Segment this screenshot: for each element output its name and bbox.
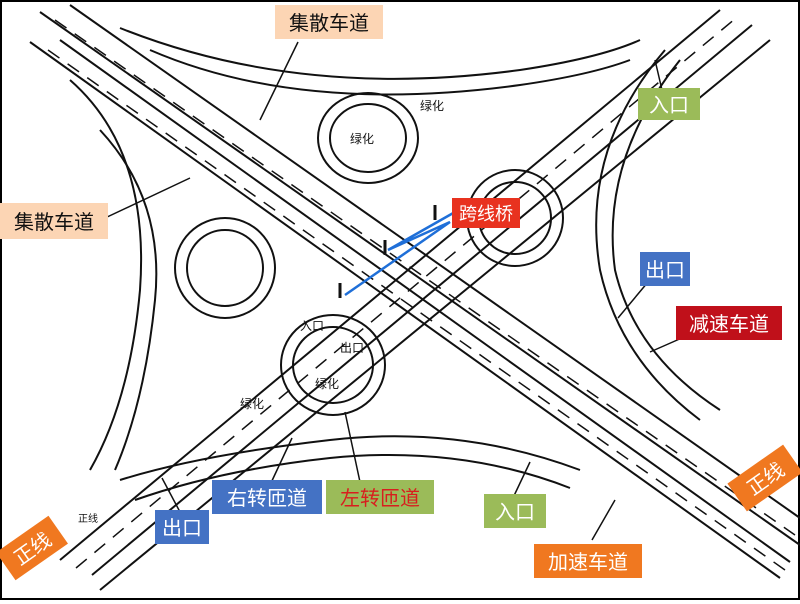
green-top-loop-text: 绿化 bbox=[350, 131, 374, 146]
label-collector-left: 集散车道 bbox=[0, 203, 108, 239]
green-top-text: 绿化 bbox=[420, 98, 444, 113]
label-boxes: 集散车道 集散车道 入口 跨线桥 出口 减速车道 正线 右转匝道 bbox=[0, 5, 800, 581]
label-accel-lane: 加速车道 bbox=[534, 544, 642, 578]
svg-text:集散车道: 集散车道 bbox=[289, 11, 369, 35]
mainline-road bbox=[29, 4, 800, 579]
overpass-marker bbox=[344, 210, 456, 297]
svg-text:左转匝道: 左转匝道 bbox=[340, 486, 420, 510]
label-entrance-ne: 入口 bbox=[638, 88, 700, 120]
overpass-piers bbox=[338, 205, 437, 298]
green-left-text: 绿化 bbox=[240, 396, 264, 411]
loop-ramps bbox=[174, 92, 564, 416]
label-overpass: 跨线桥 bbox=[452, 198, 520, 228]
svg-text:加速车道: 加速车道 bbox=[548, 550, 628, 574]
label-right-ramp: 右转匝道 bbox=[212, 480, 322, 514]
inline-annotations: 绿化 绿化 绿化 绿化 入口 出口 正线 bbox=[78, 98, 444, 525]
label-exit-east: 出口 bbox=[640, 252, 690, 286]
svg-text:入口: 入口 bbox=[495, 500, 535, 524]
svg-text:跨线桥: 跨线桥 bbox=[459, 204, 513, 225]
svg-text:出口: 出口 bbox=[645, 258, 685, 282]
label-collector-top: 集散车道 bbox=[275, 5, 383, 39]
svg-text:集散车道: 集散车道 bbox=[14, 210, 94, 234]
svg-text:出口: 出口 bbox=[162, 516, 202, 540]
label-exit-sw: 出口 bbox=[155, 510, 209, 544]
green-bottom-loop-text: 绿化 bbox=[315, 376, 339, 391]
loop-entrance-text: 入口 bbox=[300, 319, 324, 333]
outer-ramps bbox=[69, 27, 721, 501]
svg-text:右转匝道: 右转匝道 bbox=[227, 486, 307, 510]
svg-text:入口: 入口 bbox=[649, 93, 689, 117]
label-decel-lane: 减速车道 bbox=[676, 306, 782, 340]
label-entrance-south: 入口 bbox=[484, 494, 546, 528]
label-left-ramp: 左转匝道 bbox=[326, 480, 434, 514]
leader-lines bbox=[104, 41, 701, 541]
mainline-small-text: 正线 bbox=[78, 512, 98, 525]
svg-text:减速车道: 减速车道 bbox=[689, 312, 769, 336]
loop-exit-text: 出口 bbox=[340, 341, 364, 355]
